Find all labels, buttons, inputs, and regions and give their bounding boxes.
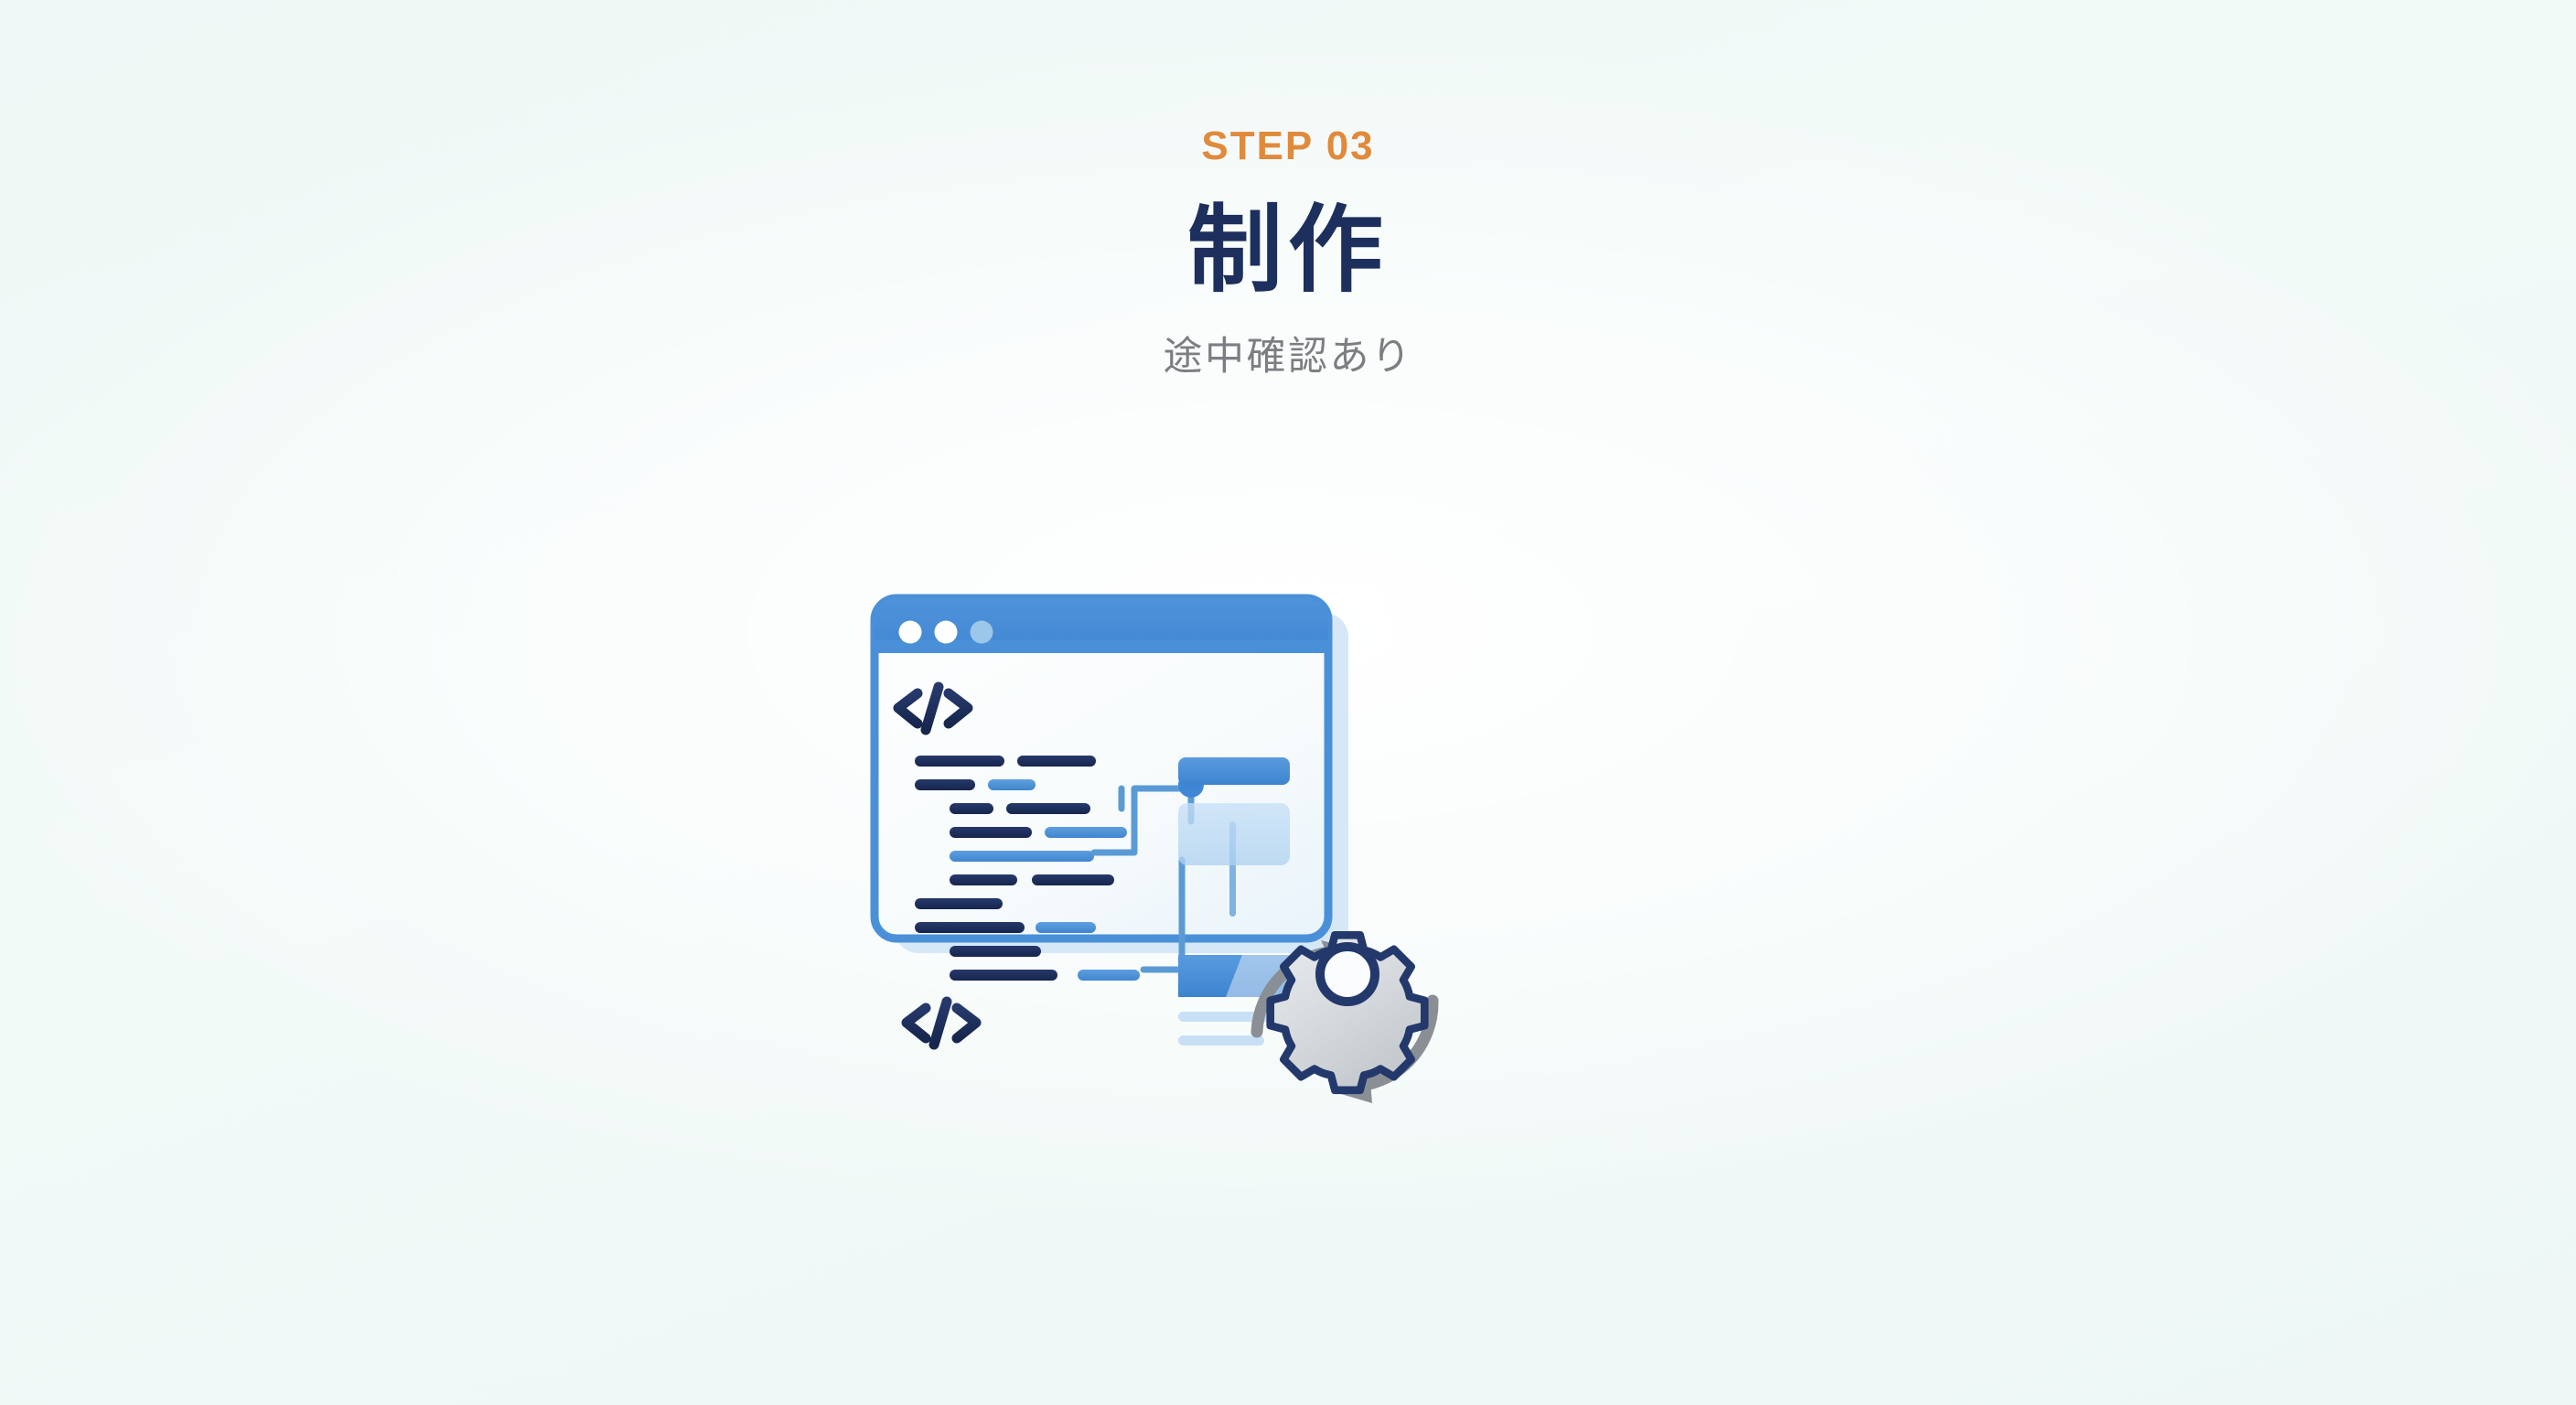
step-label: STEP 03	[1201, 123, 1375, 168]
header: STEP 03 制作 途中確認あり	[0, 0, 2576, 377]
code-lines	[915, 756, 1140, 981]
ui-panel-middle	[1178, 803, 1290, 865]
window-dot-2	[934, 620, 958, 644]
page-title: 制作	[1186, 198, 1389, 304]
window-dot-1	[898, 620, 922, 644]
code-tag-top-icon	[898, 687, 968, 730]
page-subtitle: 途中確認あり	[1163, 335, 1413, 380]
gear-icon	[1266, 931, 1429, 1095]
ui-bar-top	[1178, 757, 1290, 785]
code-tag-bottom-icon	[907, 1002, 976, 1045]
ui-text-line-2	[1178, 1035, 1264, 1046]
window-dot-3	[970, 620, 993, 644]
illustration-browser-code-window	[860, 585, 1720, 1262]
